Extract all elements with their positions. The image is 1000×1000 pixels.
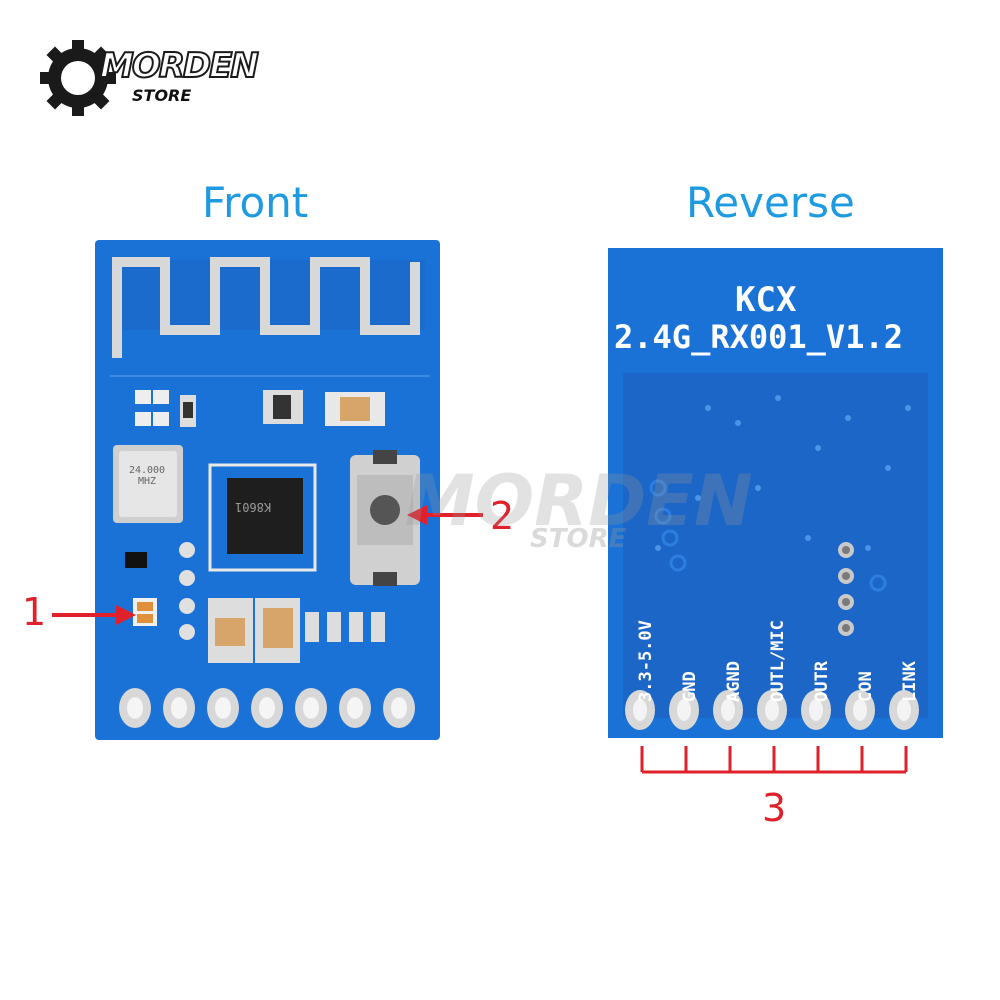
- pin-label-con: CON: [856, 671, 876, 702]
- pin-label-outr: OUTR: [812, 661, 832, 702]
- pin-label-gnd: GND: [680, 671, 700, 702]
- callout-1-arrow: [52, 605, 136, 625]
- reverse-label: Reverse: [686, 178, 855, 227]
- watermark-brand: MORDEN: [405, 460, 753, 542]
- board-name-line1: KCX: [735, 280, 797, 320]
- chip-marking: K8601: [235, 500, 272, 514]
- front-label: Front: [202, 178, 309, 227]
- callout-2-number: 2: [490, 494, 515, 538]
- logo-store-text: STORE: [132, 86, 192, 105]
- callout-3-bracket: [640, 746, 908, 774]
- watermark-store: STORE: [530, 524, 627, 554]
- main-chip: [227, 478, 303, 554]
- board-name-line2: 2.4G_RX001_V1.2: [614, 318, 903, 356]
- pin-label-vcc: 3.3-5.0V: [636, 620, 656, 702]
- pin-label-outl-mic: OUTL/MIC: [768, 620, 788, 702]
- callout-3-number: 3: [762, 786, 787, 830]
- pin-label-link: LINK: [900, 661, 920, 702]
- reverse-board: [608, 248, 943, 738]
- front-board: [95, 240, 440, 740]
- logo-brand-text: MORDEN: [99, 45, 260, 87]
- crystal-marking: 24.000 MHZ: [128, 465, 166, 487]
- callout-2-arrow: [407, 505, 483, 525]
- gear-icon: [40, 40, 116, 116]
- brand-logo: MORDEN STORE: [40, 38, 260, 118]
- callout-1-number: 1: [22, 590, 47, 634]
- pin-label-agnd: AGND: [724, 661, 744, 702]
